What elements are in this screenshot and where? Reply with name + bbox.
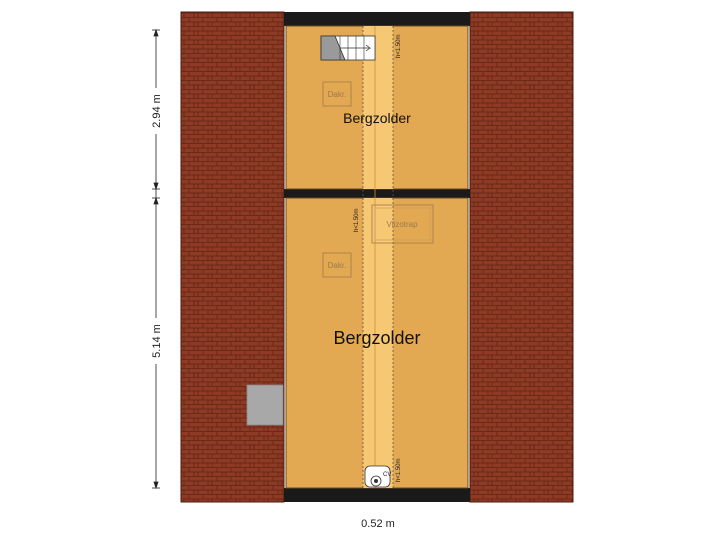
wall-middle (284, 189, 470, 198)
dim-lower-height: 5.14 m (151, 324, 163, 358)
skylight-upper-label: Dakr. (328, 90, 347, 99)
wall-top (284, 12, 470, 26)
roof-right (469, 11, 574, 503)
wall-bottom (284, 488, 470, 502)
skylight-lower-label: Dakr. (328, 261, 347, 270)
height-note-upper: h<1.50m (396, 34, 402, 58)
boiler-label: CV (383, 472, 391, 478)
vlizotrap-label: Vlizotrap (386, 220, 418, 229)
room-lower-name: Bergzolder (333, 328, 420, 348)
roof-left (180, 11, 285, 503)
height-note-lower-bottom: h<1.50m (396, 458, 402, 482)
room-upper-name: Bergzolder (343, 110, 411, 126)
skylight-lower (322, 252, 352, 278)
dim-upper-height: 2.94 m (151, 94, 163, 128)
roof-window (246, 384, 284, 426)
boiler-icon (364, 465, 391, 488)
dim-bottom-width: 0.52 m (361, 518, 395, 530)
skylight-upper (322, 81, 352, 107)
vlizotrap (371, 204, 434, 244)
height-note-lower-top: h<1.50m (354, 208, 360, 232)
ridge-strip-lower (363, 198, 393, 488)
stairs-icon (320, 35, 376, 61)
